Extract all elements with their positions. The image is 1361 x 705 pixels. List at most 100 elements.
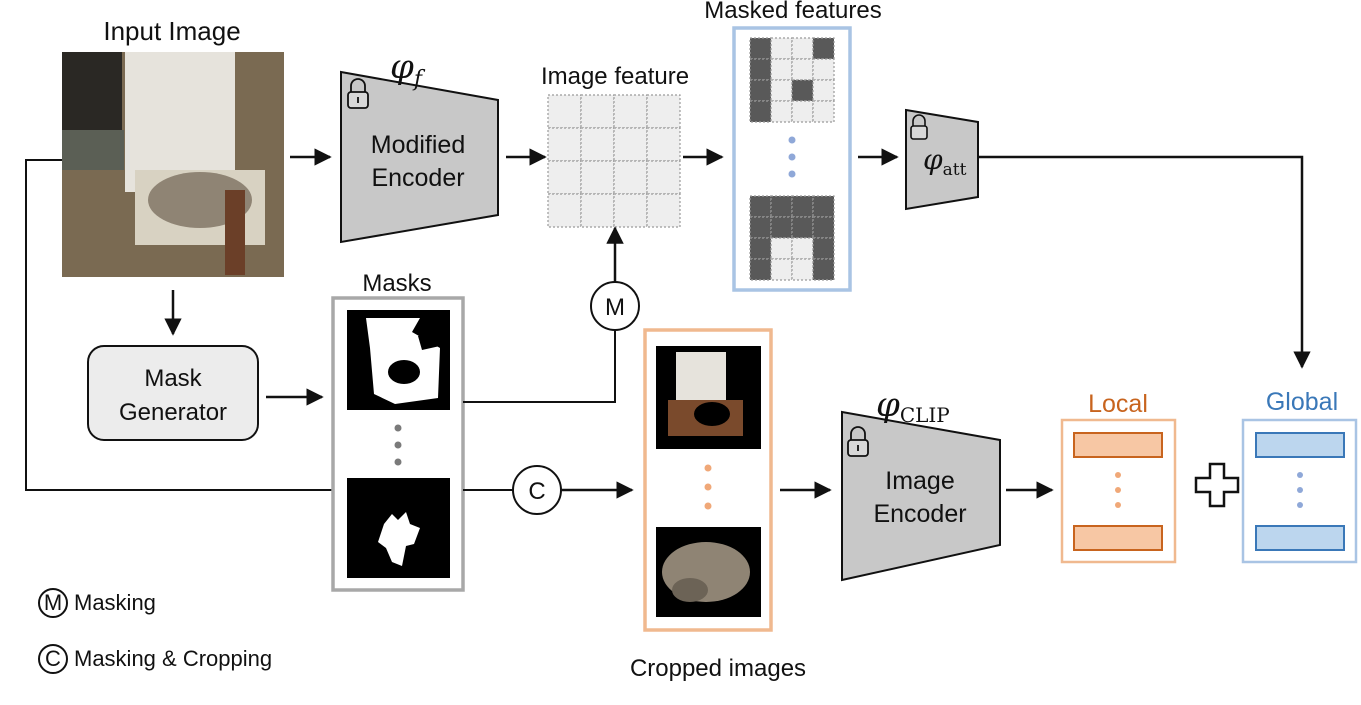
feature-cell (613, 193, 648, 228)
feature-cell (613, 94, 648, 129)
ellipsis-dot (788, 170, 796, 178)
feature-cell (812, 58, 835, 81)
feature-cell (547, 127, 582, 162)
legend-crop: C Masking & Cropping (38, 644, 272, 674)
ellipsis-dot (704, 464, 712, 472)
feature-cell (580, 94, 615, 129)
feature-cell (547, 193, 582, 228)
feature-cell (812, 79, 835, 102)
legend-masking: M Masking (38, 588, 156, 618)
legend-crop-label: Masking & Cropping (74, 646, 273, 671)
feature-cell (791, 58, 814, 81)
svg-text:M: M (605, 294, 625, 321)
modified-encoder-label-2: Encoder (371, 164, 464, 192)
feature-cell (812, 258, 835, 281)
ellipsis-dot (1297, 472, 1303, 478)
ellipsis-dot (1297, 487, 1303, 493)
feature-cell (749, 195, 772, 218)
cropped-image-1 (656, 346, 761, 449)
global-title: Global (1266, 388, 1338, 416)
phi-f-symbol: φf (390, 47, 426, 92)
feature-cell (613, 127, 648, 162)
feature-cell (749, 216, 772, 239)
image-encoder-label-1: Image (885, 467, 954, 495)
lock-icon (347, 78, 369, 109)
cropped-image-2 (656, 527, 761, 617)
ellipsis-dot (394, 458, 402, 466)
feature-cell (770, 237, 793, 260)
image-feature-title: Image feature (541, 63, 689, 90)
feature-cell (580, 160, 615, 195)
ellipsis-dot (1115, 487, 1121, 493)
feature-cell (547, 94, 582, 129)
masking-op-icon: M (38, 588, 68, 618)
local-title: Local (1088, 390, 1148, 418)
feature-cell (770, 195, 793, 218)
feature-cell (613, 160, 648, 195)
input-to-crop-line (25, 159, 345, 491)
ellipsis-dot (1115, 502, 1121, 508)
ellipsis-dot (394, 441, 402, 449)
feature-cell (749, 237, 772, 260)
global-feature-bar (1255, 525, 1345, 551)
clip-image-encoder (841, 410, 1001, 582)
feature-cell (791, 100, 814, 123)
crop-op-icon: C (38, 644, 68, 674)
feature-cell (646, 94, 681, 129)
modified-encoder-label-1: Modified (371, 131, 466, 159)
crop-op-icon: C (512, 465, 562, 515)
masking-op-icon: M (590, 281, 640, 331)
lock-icon (847, 426, 869, 457)
masked-feature-map-2 (749, 195, 835, 281)
svg-text:C: C (528, 478, 545, 505)
feature-cell (749, 58, 772, 81)
ellipsis-dot (1297, 502, 1303, 508)
feature-cell (580, 193, 615, 228)
ellipsis-dot (704, 502, 712, 510)
phi-att-symbol: φatt (923, 143, 967, 180)
feature-cell (770, 79, 793, 102)
global-feature-bar (1255, 432, 1345, 458)
feature-cell (770, 37, 793, 60)
local-feature-bar (1073, 432, 1163, 458)
feature-cell (547, 160, 582, 195)
ellipsis-dot (788, 153, 796, 161)
feature-cell (812, 195, 835, 218)
ellipsis-dot (394, 424, 402, 432)
feature-cell (770, 258, 793, 281)
feature-cell (646, 160, 681, 195)
plus-icon (1194, 462, 1240, 508)
feature-cell (770, 100, 793, 123)
feature-cell (770, 58, 793, 81)
feature-cell (812, 100, 835, 123)
feature-cell (646, 193, 681, 228)
image-encoder-label-2: Encoder (873, 500, 966, 528)
arrow-att-to-global (978, 155, 1311, 369)
feature-cell (791, 258, 814, 281)
phi-clip-symbol: φCLIP (876, 385, 950, 427)
input-image (62, 52, 284, 277)
feature-cell (580, 127, 615, 162)
feature-cell (791, 237, 814, 260)
feature-cell (791, 37, 814, 60)
mask-image-1 (347, 310, 450, 410)
cropped-images-title: Cropped images (630, 655, 806, 682)
feature-cell (791, 216, 814, 239)
local-feature-bar (1073, 525, 1163, 551)
mask-generator-label-1: Mask (144, 365, 202, 392)
masked-features-title: Masked features (704, 0, 881, 24)
mask-generator-label-2: Generator (119, 399, 227, 426)
masks-title: Masks (362, 270, 431, 297)
feature-cell (749, 100, 772, 123)
feature-cell (812, 216, 835, 239)
feature-cell (749, 258, 772, 281)
feature-cell (749, 79, 772, 102)
feature-cell (812, 37, 835, 60)
feature-cell (791, 195, 814, 218)
legend-masking-label: Masking (74, 590, 156, 615)
lock-icon (910, 114, 928, 140)
feature-cell (791, 79, 814, 102)
line-masks-to-masking (463, 331, 616, 403)
feature-cell (646, 127, 681, 162)
